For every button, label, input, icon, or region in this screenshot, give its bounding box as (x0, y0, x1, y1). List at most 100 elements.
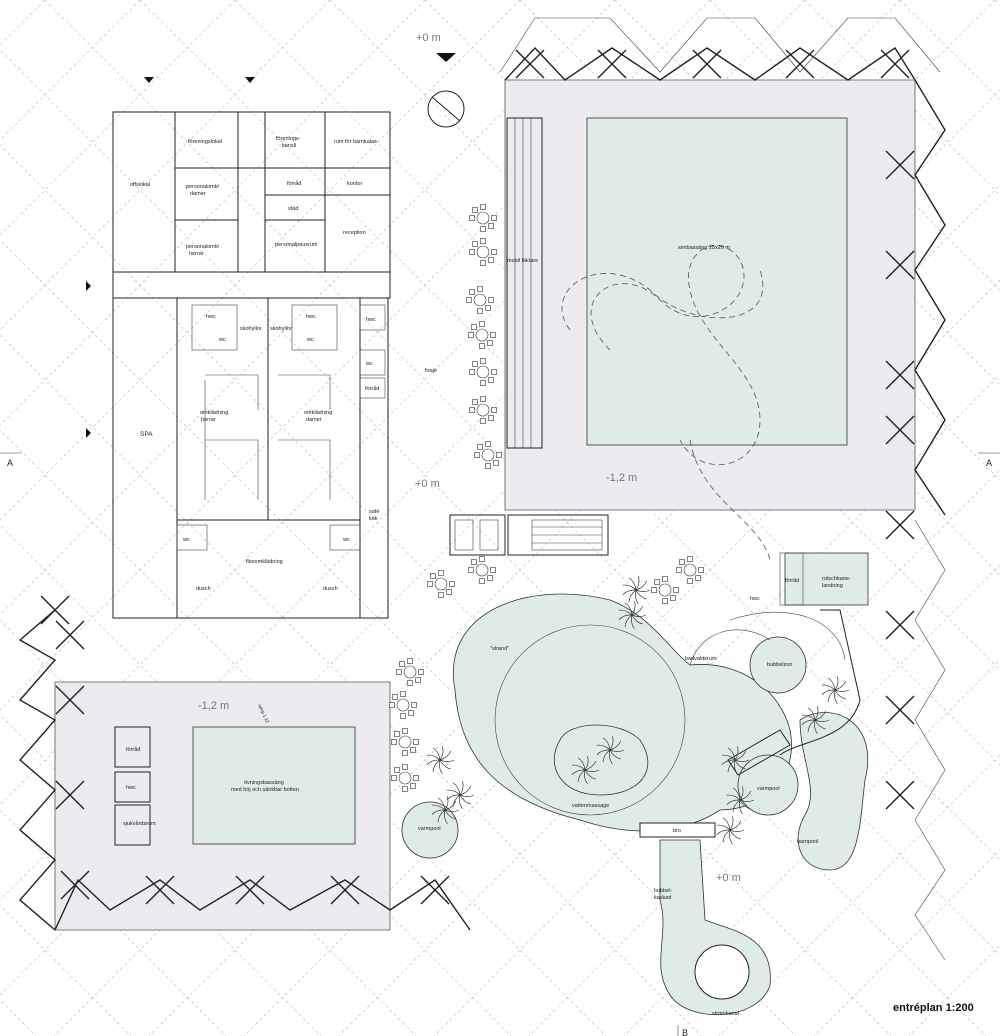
table-set (651, 576, 679, 604)
palm-trees (426, 576, 850, 845)
room-wc-2: wc (306, 337, 314, 343)
room-varmpool-1: varmpool (418, 826, 441, 832)
room-omkladning-damer-1: omklädning (304, 410, 332, 416)
room-rutschkane-1: rutschkane- (822, 576, 851, 582)
truss-cross (692, 49, 722, 79)
room-vattenmassage: vattenmassage (572, 803, 609, 809)
truss-cross (235, 875, 265, 905)
truss-cross (330, 875, 360, 905)
room-hwc-1: hwc (206, 314, 216, 320)
section-marks: A A B (0, 452, 1000, 1036)
level-center: +0 m (415, 478, 440, 490)
room-barnkalas: rum för barnkalas (334, 139, 377, 145)
section-mark-right: A (986, 458, 992, 468)
room-personalomkl-damer-2: damer (190, 191, 206, 197)
truss-cross (55, 780, 85, 810)
palm-tree (821, 676, 850, 705)
room-simbassang: simbassäng 25x20 m (678, 245, 730, 251)
training-pool (192, 726, 356, 845)
room-offsiokal: offsiokal (130, 182, 150, 188)
room-foreningslokal: föreningslokal (188, 139, 222, 145)
truss-cross (597, 49, 627, 79)
main-pool (586, 117, 848, 446)
room-foreningskansli-1: förenings- (276, 136, 301, 142)
table-set (469, 358, 497, 386)
room-forrad-low: förråd (126, 746, 140, 753)
palm-tree (618, 601, 647, 630)
palm-tree (622, 576, 651, 605)
truss-cross (885, 415, 915, 445)
truss-right (914, 79, 946, 516)
room-mobil-laktare: mobil läktare (507, 258, 538, 264)
entrance-arrow-2 (245, 77, 255, 83)
room-foreningskansli-2: kansli (282, 143, 296, 149)
level-labels: +0 m +0 m +0 m -1,2 m -1,2 m (198, 32, 741, 884)
room-ovningsbassang-2: med höj och sänkbar botten (231, 787, 299, 793)
table-set (391, 764, 419, 792)
palm-tree (596, 736, 625, 765)
truss-cross (145, 875, 175, 905)
room-wc-1: wc (218, 337, 226, 343)
admin-block (112, 111, 391, 299)
room-skohyllor-1: skohyllor (240, 326, 262, 332)
truss-cross (885, 250, 915, 280)
room-omkladning-herrar-1: omklädning (200, 410, 228, 416)
room-badvaktsrum: badvaktsrum (685, 656, 717, 662)
main-entrance-arrow (436, 53, 456, 62)
table-set (427, 570, 455, 598)
room-personalomkl-herrar-1: personalomkl (186, 244, 219, 250)
palm-tree (801, 706, 830, 735)
level-top: +0 m (416, 32, 441, 44)
room-bubbelkaskad-2: kaskad (654, 895, 671, 901)
truss-cross (880, 49, 910, 79)
room-rutschkane-2: landning (822, 583, 843, 589)
palm-tree (431, 796, 460, 825)
room-dusch-1: dusch (196, 586, 211, 592)
table-set (468, 321, 496, 349)
room-hwc-4: hwc (750, 596, 760, 602)
room-wc-3: wc (365, 361, 373, 367)
room-forrad-mid: förråd (365, 385, 379, 392)
room-strand: "strand" (490, 646, 509, 652)
truss-cross (885, 360, 915, 390)
section-mark-left: A (7, 458, 13, 468)
room-stromkanal: strömkanal (712, 1011, 739, 1017)
palm-tree (426, 746, 455, 775)
room-omkladning-herrar-2: herrar (201, 417, 216, 423)
section-mark-bottom: B (682, 1028, 688, 1036)
palm-tree (571, 756, 600, 785)
truss-cross (885, 510, 915, 540)
palm-tree (446, 781, 475, 810)
room-bubbelzon: bubbelzon (767, 662, 792, 668)
table-set (469, 238, 497, 266)
room-hwc-5: hwc (126, 785, 136, 791)
room-bro: bro (673, 828, 681, 834)
table-set (474, 441, 502, 469)
room-forrad-slide: förråd (785, 577, 799, 584)
room-stad: städ (288, 206, 298, 212)
truss-top (504, 46, 916, 81)
palm-tree (721, 746, 750, 775)
room-safe-kok-2: kök (369, 516, 378, 522)
truss-cross (55, 685, 85, 715)
table-set (469, 396, 497, 424)
table-set (391, 728, 419, 756)
changing-block (112, 297, 389, 619)
room-kontor: kontor (347, 181, 362, 187)
entrance-markers (86, 53, 465, 438)
facade-truss (18, 17, 946, 961)
room-flexomkladning: flexomklädning (246, 559, 283, 565)
bubble-zone (749, 636, 807, 694)
truss-cross (40, 595, 70, 625)
revolving-door (427, 90, 465, 128)
palm-tree (726, 786, 755, 815)
room-skohyllor-2: skohyllor (270, 326, 292, 332)
warm-pool-left (401, 801, 459, 859)
plan-title: entréplan 1:200 (893, 1002, 974, 1014)
stair-core (449, 514, 609, 556)
leisure-pool (401, 552, 869, 1016)
truss-cross (515, 49, 545, 79)
truss-left (18, 609, 57, 931)
truss-bottom (54, 878, 471, 931)
